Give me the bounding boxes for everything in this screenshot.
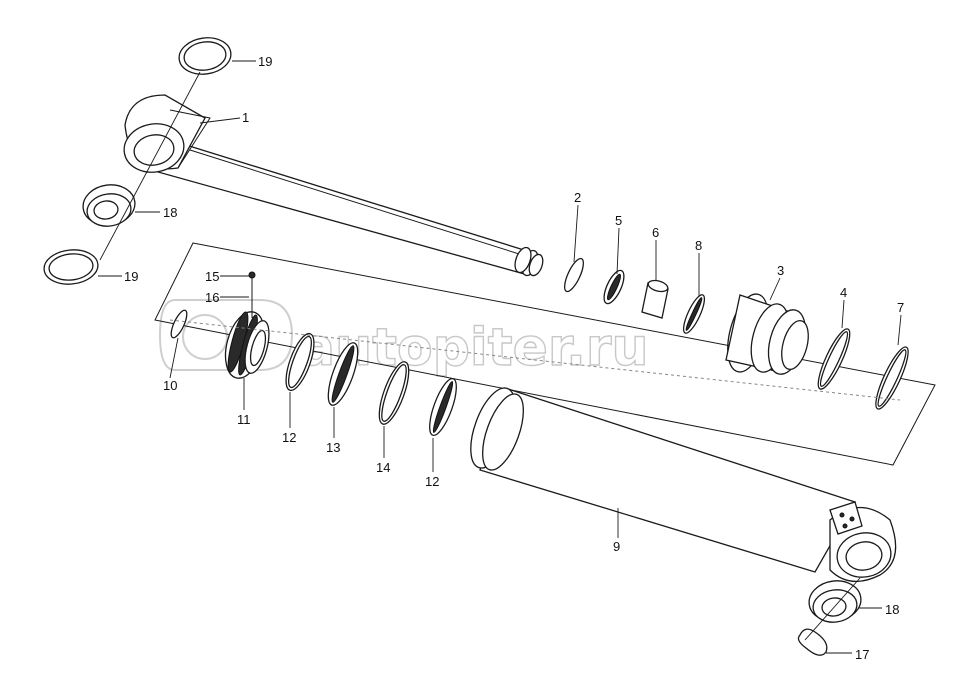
bushing-18-lower [808, 580, 862, 623]
cylinder-tube-9 [470, 387, 897, 582]
callout-19-top: 19 [258, 54, 272, 69]
ring-12-a [285, 332, 315, 392]
callout-12-right: 12 [425, 474, 439, 489]
callout-16: 16 [205, 290, 219, 305]
callout-8: 8 [695, 238, 702, 253]
assembly-outline [154, 242, 936, 466]
callout-14: 14 [376, 460, 390, 475]
ring-19-lower [43, 249, 99, 285]
callout-labels: 19 1 18 19 2 5 6 8 3 4 7 15 16 10 11 12 … [124, 54, 904, 662]
center-axis [169, 319, 901, 401]
piston-rod [123, 94, 544, 277]
snap-ring-17 [797, 628, 828, 656]
ring-12-b [429, 377, 457, 437]
seal-4-inner [819, 331, 849, 387]
seal-2 [563, 257, 585, 293]
seal-10 [170, 309, 188, 339]
callout-19-bottom: 19 [124, 269, 138, 284]
callout-12-left: 12 [282, 430, 296, 445]
callout-4: 4 [840, 285, 847, 300]
callout-7: 7 [897, 300, 904, 315]
callout-1: 1 [242, 110, 249, 125]
callout-17: 17 [855, 647, 869, 662]
callout-15: 15 [205, 269, 219, 284]
gland-head-3 [725, 293, 809, 375]
callout-13: 13 [326, 440, 340, 455]
ring-14 [378, 361, 410, 425]
piston-11 [224, 311, 270, 379]
seal-8-inner [685, 297, 703, 331]
set-screw-15-16 [248, 271, 256, 318]
callout-6: 6 [652, 225, 659, 240]
callout-11: 11 [237, 412, 251, 427]
callout-3: 3 [777, 263, 784, 278]
seal-7-inner [877, 349, 907, 407]
ring-13 [327, 342, 359, 406]
seal-5-inner [606, 273, 622, 301]
bushing-6 [641, 279, 669, 319]
callout-18-top: 18 [163, 205, 177, 220]
callout-10: 10 [163, 378, 177, 393]
callout-18-bottom: 18 [885, 602, 899, 617]
callout-9: 9 [613, 539, 620, 554]
callout-2: 2 [574, 190, 581, 205]
callout-5: 5 [615, 213, 622, 228]
leader-lines [98, 60, 902, 654]
bushing-18-upper [82, 184, 136, 227]
ring-19-upper [178, 37, 232, 75]
